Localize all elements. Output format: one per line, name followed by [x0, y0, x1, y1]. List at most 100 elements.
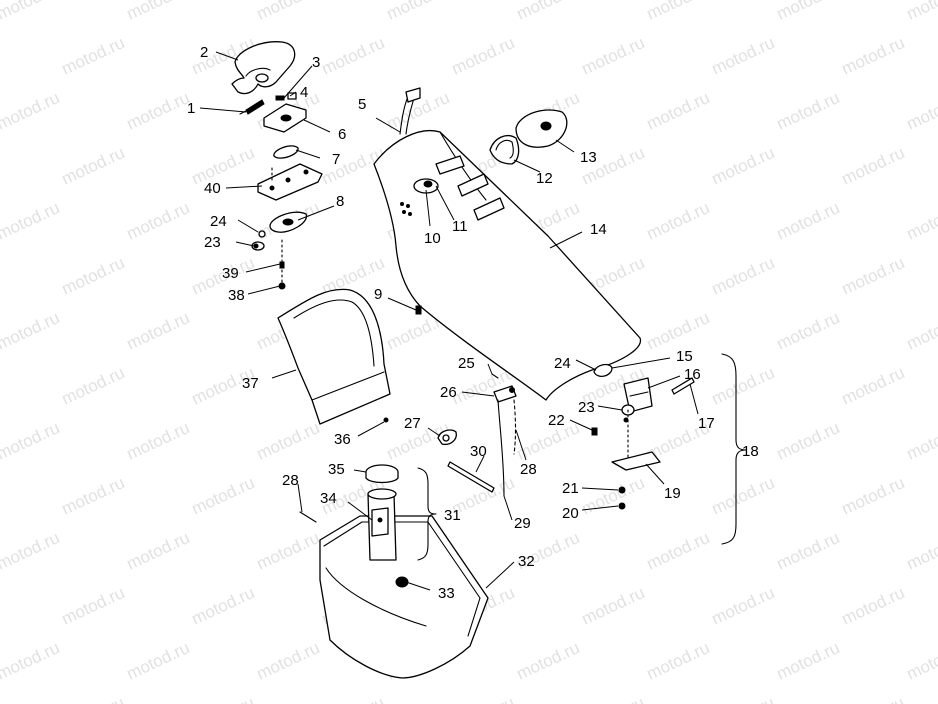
callouts: 2 1 3 4 6 7 40 8 24 23 39 38 5 9 10 11 1… [187, 44, 759, 602]
watermark-text: motod.ru [839, 583, 908, 629]
callout-40: 40 [204, 180, 221, 197]
watermark-text: motod.ru [839, 473, 908, 519]
parts-25-26-fasteners [491, 373, 517, 403]
part-5-cable [399, 87, 421, 135]
watermark-text: motod.ru [254, 638, 323, 684]
callout-29: 29 [514, 515, 531, 532]
callout-9: 9 [374, 286, 382, 303]
callout-14: 14 [590, 221, 607, 238]
callout-36: 36 [334, 431, 351, 448]
watermark-text: motod.ru [644, 88, 713, 134]
watermark-text: motod.ru [709, 583, 778, 629]
watermark-text: motod.ru [189, 693, 258, 704]
watermark-text: motod.ru [0, 418, 62, 464]
watermark-text: motod.ru [709, 363, 778, 409]
watermark-text: motod.ru [319, 693, 388, 704]
part-33-nut [395, 576, 409, 588]
watermark-text: motod.ru [904, 418, 938, 464]
watermark-text: motod.ru [189, 473, 258, 519]
part-7-pin [273, 145, 299, 159]
watermark-text: motod.ru [0, 638, 62, 684]
part-19-arm [611, 451, 661, 471]
part-8-mount [269, 211, 308, 233]
watermark-text: motod.ru [709, 693, 778, 704]
callout-24b: 24 [554, 355, 571, 372]
callout-39: 39 [222, 265, 239, 282]
callout-10: 10 [424, 230, 441, 247]
callout-7: 7 [332, 151, 340, 168]
watermark-text: motod.ru [0, 308, 62, 354]
part-2-hood-cap [231, 41, 296, 95]
callout-16: 16 [684, 366, 701, 383]
callout-37: 37 [242, 375, 259, 392]
callout-23a: 23 [204, 234, 221, 251]
leader-lines [199, 51, 699, 591]
watermark-text: motod.ru [189, 583, 258, 629]
part-17-bolt [671, 377, 695, 395]
callout-28a: 28 [282, 472, 299, 489]
watermark-text: motod.ru [709, 33, 778, 79]
watermark-text: motod.ru [59, 33, 128, 79]
callout-24a: 24 [210, 213, 227, 230]
watermark-text: motod.ru [839, 143, 908, 189]
callout-38: 38 [228, 287, 245, 304]
part-6-plate [263, 103, 307, 133]
part-28-pin [299, 511, 317, 523]
watermark-text: motod.ru [774, 528, 843, 574]
part-32-tank [319, 515, 489, 679]
watermark-text: motod.ru [0, 0, 62, 24]
watermark-text: motod.ru [514, 0, 583, 24]
watermark-text: motod.ru [254, 418, 323, 464]
callout-2: 2 [200, 44, 208, 61]
part-30-shaft [447, 461, 495, 493]
callout-33: 33 [438, 585, 455, 602]
watermark-text: motod.ru [59, 253, 128, 299]
part-16-bracket [623, 377, 653, 413]
watermark-text: motod.ru [449, 33, 518, 79]
watermark-text: motod.ru [644, 308, 713, 354]
watermark-text: motod.ru [644, 0, 713, 24]
watermark-text: motod.ru [59, 143, 128, 189]
watermark-text: motod.ru [839, 363, 908, 409]
watermark-text: motod.ru [904, 0, 938, 24]
watermark-text: motod.ru [0, 198, 62, 244]
callout-26: 26 [440, 384, 457, 401]
watermark-text: motod.ru [774, 88, 843, 134]
watermark-text: motod.ru [124, 88, 193, 134]
watermark-text: motod.ru [904, 198, 938, 244]
bracket-31 [417, 467, 437, 561]
callout-22a: 22 [548, 412, 565, 429]
callout-23b: 23 [578, 399, 595, 416]
parts-20-21-nuts [618, 486, 626, 510]
part-27-clip [437, 429, 457, 446]
watermark-text: motod.ru [124, 0, 193, 24]
watermark-text: motod.ru [59, 693, 128, 704]
watermark-text: motod.ru [904, 88, 938, 134]
watermark-text: motod.ru [709, 473, 778, 519]
watermark-text: motod.ru [0, 88, 62, 134]
watermark-text: motod.ru [709, 143, 778, 189]
watermark-text: motod.ru [579, 693, 648, 704]
watermark-text: motod.ru [774, 308, 843, 354]
callout-13: 13 [580, 149, 597, 166]
part-12-seal [489, 135, 520, 165]
watermark-text: motod.ru [0, 528, 62, 574]
watermark-text: motod.ru [709, 253, 778, 299]
watermark-text: motod.ru [254, 528, 323, 574]
watermark-text: motod.ru [579, 583, 648, 629]
parts-23-24-39-38-fasteners [251, 230, 286, 290]
callout-30: 30 [470, 443, 487, 460]
callout-25: 25 [458, 355, 475, 372]
part-14-hood-panel [373, 130, 642, 401]
watermark-text: motod.ru [774, 418, 843, 464]
part-13-lens [515, 109, 568, 148]
watermark-text: motod.ru [644, 528, 713, 574]
watermark-text: motod.ru [124, 418, 193, 464]
part-37-fender [277, 288, 391, 425]
part-29-rod [497, 399, 517, 497]
callout-6: 6 [338, 126, 346, 143]
callout-12: 12 [536, 170, 553, 187]
watermark-text: motod.ru [449, 693, 518, 704]
watermark-text: motod.ru [904, 528, 938, 574]
